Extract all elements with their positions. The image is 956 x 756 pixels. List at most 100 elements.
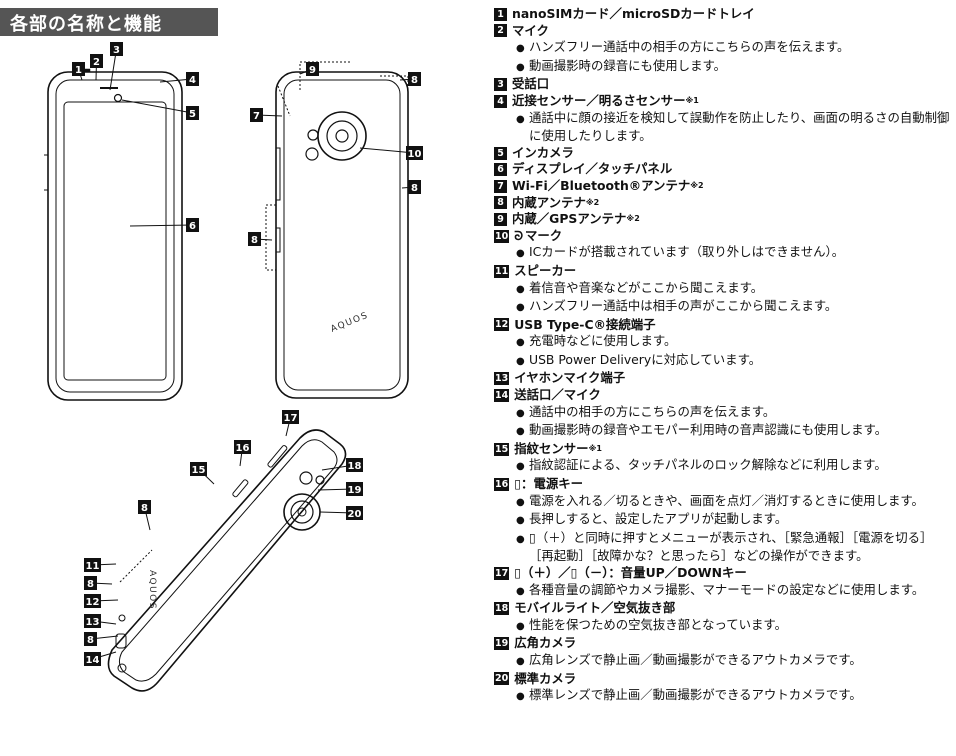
part-title: ディスプレイ／タッチパネル bbox=[512, 161, 673, 177]
part-title: マイク bbox=[512, 22, 549, 38]
callout-label: 16 bbox=[236, 443, 250, 454]
callout-label: 5 bbox=[189, 109, 196, 120]
part-number-badge: 17 bbox=[494, 566, 510, 580]
callout-label: 4 bbox=[189, 75, 196, 86]
part-title: 内蔵／GPSアンテナ bbox=[512, 211, 627, 227]
callout-label: 9 bbox=[309, 65, 316, 76]
callout-label: 17 bbox=[284, 413, 298, 424]
part-description: 電源を入れる／切るときや、画面を点灯／消灯するときに使用します。 bbox=[494, 493, 950, 512]
part-number-badge: 18 bbox=[494, 601, 510, 615]
footnote-marker: ※2 bbox=[585, 197, 600, 207]
callout-badge bbox=[84, 652, 101, 666]
part-title: ▯（＋）／▯（－）：音量UP／DOWNキー bbox=[514, 565, 747, 580]
part-description: 着信音や音楽などがここから聞こえます。 bbox=[494, 280, 950, 299]
callout-badge bbox=[250, 108, 263, 122]
leader-line bbox=[121, 99, 193, 114]
part-description: 広角レンズで静止画／動画撮影ができるアウトカメラです。 bbox=[494, 652, 950, 671]
part-description: 動画撮影時の録音やエモパー利用時の音声認識にも使用します。 bbox=[494, 422, 950, 441]
part-title: nanoSIMカード／microSDカードトレイ bbox=[512, 6, 755, 21]
callout-label: 19 bbox=[348, 485, 362, 496]
part-description: 長押しすると、設定したアプリが起動します。 bbox=[494, 511, 950, 530]
part-description: ICカードが搭載されています（取り外しはできません）。 bbox=[494, 244, 950, 263]
footnote-marker: ※2 bbox=[690, 180, 704, 190]
callout-label: 11 bbox=[86, 561, 100, 572]
part-description: ハンズフリー通話中は相手の声がここから聞こえます。 bbox=[494, 298, 950, 317]
part-number-badge: 7 bbox=[494, 179, 507, 193]
felica-mark-icon: ᘐ bbox=[514, 227, 523, 243]
callout-label: 8 bbox=[251, 235, 258, 246]
part-description: 標準レンズで静止画／動画撮影ができるアウトカメラです。 bbox=[494, 687, 950, 706]
part-title: 受話口 bbox=[512, 76, 550, 92]
part-description: 性能を保つための空気抜き部となっています。 bbox=[494, 617, 950, 636]
callout-badge bbox=[406, 146, 423, 160]
part-description: USB Power Deliveryに対応しています。 bbox=[494, 352, 950, 371]
part-number-badge: 20 bbox=[494, 672, 510, 686]
callout-badge bbox=[346, 482, 363, 496]
part-title: イヤホンマイク端子 bbox=[514, 370, 626, 386]
callout-label: 15 bbox=[192, 465, 206, 476]
callout-label: 7 bbox=[253, 111, 260, 122]
part-description: 各種音量の調節やカメラ撮影、マナーモードの設定などに使用します。 bbox=[494, 582, 950, 601]
callout-badge bbox=[84, 632, 97, 646]
part-description: 動画撮影時の録音にも使用します。 bbox=[494, 58, 950, 77]
part-title: 内蔵アンテナ bbox=[512, 194, 586, 210]
part-description: 通話中に顔の接近を検知して誤動作を防止したり、画面の明るさの自動制御に使用したり… bbox=[494, 110, 950, 145]
part-number-badge: 2 bbox=[494, 24, 507, 38]
part-number-badge: 16 bbox=[494, 477, 510, 491]
part-title: 指紋センサー bbox=[514, 440, 589, 456]
callout-label: 10 bbox=[408, 149, 422, 160]
phone-front-view bbox=[44, 68, 183, 401]
callout-label: 1 bbox=[75, 65, 82, 76]
callout-label: 20 bbox=[348, 509, 362, 520]
callout-badge bbox=[186, 72, 199, 86]
part-item-3: 3 受話口 bbox=[494, 76, 950, 93]
part-number-badge: 10 bbox=[494, 229, 510, 243]
part-number-badge: 12 bbox=[494, 318, 510, 332]
callout-label: 12 bbox=[86, 597, 100, 608]
part-number-badge: 15 bbox=[494, 442, 510, 456]
part-number-badge: 6 bbox=[494, 163, 507, 177]
callout-badge bbox=[138, 500, 151, 514]
part-description: ハンズフリー通話中の相手の方にこちらの声を伝えます。 bbox=[494, 39, 950, 58]
part-title: スピーカー bbox=[514, 262, 577, 278]
callout-badge bbox=[234, 440, 251, 454]
part-number-badge: 14 bbox=[494, 388, 510, 402]
part-title: 送話口／マイク bbox=[514, 387, 601, 403]
part-title: モバイルライト／空気抜き部 bbox=[514, 600, 676, 616]
part-title: インカメラ bbox=[512, 144, 574, 160]
part-number-badge: 13 bbox=[494, 372, 510, 386]
part-description: 充電時などに使用します。 bbox=[494, 333, 950, 352]
callout-label: 14 bbox=[86, 655, 100, 666]
footnote-marker: ※1 bbox=[588, 443, 602, 453]
footnote-marker: ※2 bbox=[626, 214, 640, 224]
callout-badge bbox=[248, 232, 261, 246]
part-item-20: 20 標準カメラ bbox=[494, 671, 950, 688]
callout-badge bbox=[282, 410, 299, 424]
part-item-2: 2 マイク bbox=[494, 23, 950, 40]
part-item-13: 13 イヤホンマイク端子 bbox=[494, 370, 950, 387]
leader-line bbox=[129, 224, 193, 227]
part-title: 標準カメラ bbox=[514, 670, 577, 686]
leader-line bbox=[359, 147, 415, 154]
part-title: 広角カメラ bbox=[514, 635, 577, 651]
section-title-bar: 各部の名称と機能 bbox=[0, 8, 218, 36]
callout-label: 3 bbox=[113, 45, 120, 56]
callout-badge bbox=[84, 614, 101, 628]
page-title: 各部の名称と機能 bbox=[10, 14, 162, 35]
callout-badge bbox=[186, 106, 199, 120]
phone-angled-view bbox=[107, 429, 347, 692]
callout-badge bbox=[90, 54, 103, 68]
part-item-6: 6 ディスプレイ／タッチパネル bbox=[494, 161, 950, 178]
part-number-badge: 3 bbox=[494, 78, 507, 92]
part-description: ▯（＋）と同時に押すとメニューが表示され、［緊急通報］［電源を切る］［再起動］［… bbox=[494, 530, 950, 565]
part-item-17: 17 ▯（＋）／▯（－）：音量UP／DOWNキー bbox=[494, 565, 950, 582]
part-title: マーク bbox=[524, 227, 563, 243]
